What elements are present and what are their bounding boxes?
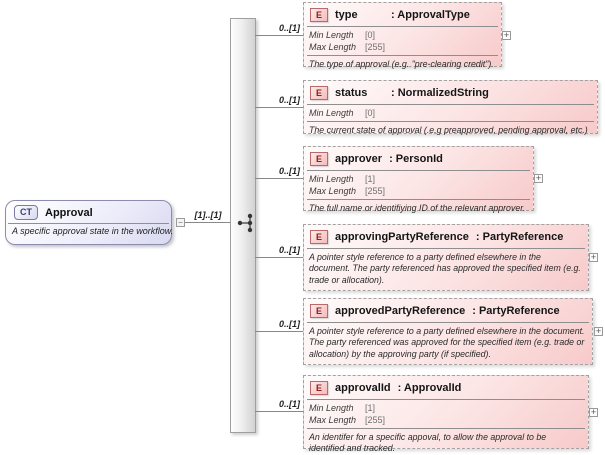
element-box-status[interactable]: E status : NormalizedString Min Length [0… xyxy=(303,80,598,135)
sequence-bar xyxy=(230,18,256,433)
element-annotation: The full name or identifiying ID of the … xyxy=(309,203,526,213)
expand-icon[interactable]: + xyxy=(534,173,543,183)
element-icon: E xyxy=(310,152,328,166)
element-annotation: A pointer style reference to a party def… xyxy=(309,326,585,359)
divider xyxy=(307,199,530,200)
divider xyxy=(307,428,585,429)
facet-label: Max Length xyxy=(309,186,357,196)
connector-line xyxy=(255,331,303,332)
element-type: : ApprovalId xyxy=(397,382,462,394)
facet-label: Min Length xyxy=(309,30,354,40)
divider xyxy=(307,104,594,105)
divider xyxy=(307,248,585,249)
facet-value: [1] xyxy=(365,403,376,413)
divider xyxy=(307,399,585,400)
element-name: approvedPartyReference xyxy=(335,305,466,317)
element-icon: E xyxy=(310,304,328,318)
connector-line xyxy=(255,178,303,179)
complex-type-annotation: A specific approval state in the workflo… xyxy=(12,226,174,236)
cardinality-label: 0..[1] xyxy=(278,95,300,105)
cardinality-label: 0..[1] xyxy=(278,319,300,329)
element-annotation: A pointer style reference to a party def… xyxy=(309,252,581,285)
sequence-icon[interactable] xyxy=(236,212,258,234)
element-box-approvalId[interactable]: E approvalId : ApprovalId Min Length[1] … xyxy=(303,375,589,453)
element-annotation: An identifer for a specific appoval, to … xyxy=(309,432,547,454)
element-box-approvingPartyReference[interactable]: E approvingPartyReference : PartyReferen… xyxy=(303,224,589,291)
element-type: : PartyReference xyxy=(472,305,560,317)
complex-type-title: Approval xyxy=(45,206,93,219)
element-type: : ApprovalType xyxy=(391,9,470,21)
facet-value: [255] xyxy=(365,186,386,196)
cardinality-label: 0..[1] xyxy=(278,245,300,255)
divider xyxy=(307,322,589,323)
expand-icon[interactable]: + xyxy=(502,30,511,40)
facet-value: [255] xyxy=(365,415,386,425)
element-name: approvalId xyxy=(335,382,391,394)
element-name: approver xyxy=(335,153,383,165)
element-type: : PersonId xyxy=(389,153,443,165)
divider xyxy=(8,223,169,224)
facet-label: Min Length xyxy=(309,108,354,118)
element-name: status xyxy=(335,87,368,99)
connector-line xyxy=(185,222,230,223)
element-type: : PartyReference xyxy=(475,231,564,243)
expand-icon[interactable]: + xyxy=(594,326,603,336)
facet-label: Min Length xyxy=(309,403,354,413)
cardinality-label: 0..[1] xyxy=(278,399,300,409)
facet-label: Max Length xyxy=(309,42,357,52)
expand-icon[interactable]: + xyxy=(589,252,598,262)
element-annotation: The current state of approval (.e.g prea… xyxy=(309,125,588,135)
element-box-approvedPartyReference[interactable]: E approvedPartyReference : PartyReferenc… xyxy=(303,298,593,365)
connector-line xyxy=(255,257,303,258)
facet-value: [0] xyxy=(365,30,376,40)
divider xyxy=(307,170,530,171)
facet-label: Min Length xyxy=(309,174,354,184)
facet-value: [1] xyxy=(365,174,376,184)
element-icon: E xyxy=(310,230,328,244)
element-annotation: The type of approval (e.g. "pre-clearing… xyxy=(309,59,494,69)
element-icon: E xyxy=(310,86,328,100)
element-icon: E xyxy=(310,381,328,395)
facet-label: Max Length xyxy=(309,415,357,425)
root-cardinality-label: [1]..[1] xyxy=(194,210,222,220)
element-box-approver[interactable]: E approver : PersonId Min Length [1] Max … xyxy=(303,146,534,213)
cardinality-label: 0..[1] xyxy=(278,166,300,176)
element-box-type[interactable]: E type : ApprovalType Min Length [0] Max … xyxy=(303,2,502,69)
divider xyxy=(307,55,498,56)
facet-value: [255] xyxy=(365,42,386,52)
expand-icon[interactable]: + xyxy=(589,407,598,417)
complex-type-icon: CT xyxy=(14,205,38,220)
element-type: : NormalizedString xyxy=(391,87,489,99)
collapse-handle-icon[interactable]: − xyxy=(176,218,185,227)
connector-line xyxy=(255,411,303,412)
complex-type-approval[interactable]: CT Approval A specific approval state in… xyxy=(5,200,174,245)
cardinality-label: 0..[1] xyxy=(278,23,300,33)
divider xyxy=(307,26,498,27)
divider xyxy=(307,121,594,122)
connector-line xyxy=(255,107,303,108)
connector-line xyxy=(255,35,303,36)
facet-value: [0] xyxy=(365,108,376,118)
element-name: approvingPartyReference xyxy=(335,231,469,243)
element-icon: E xyxy=(310,8,328,22)
element-name: type xyxy=(335,9,358,21)
